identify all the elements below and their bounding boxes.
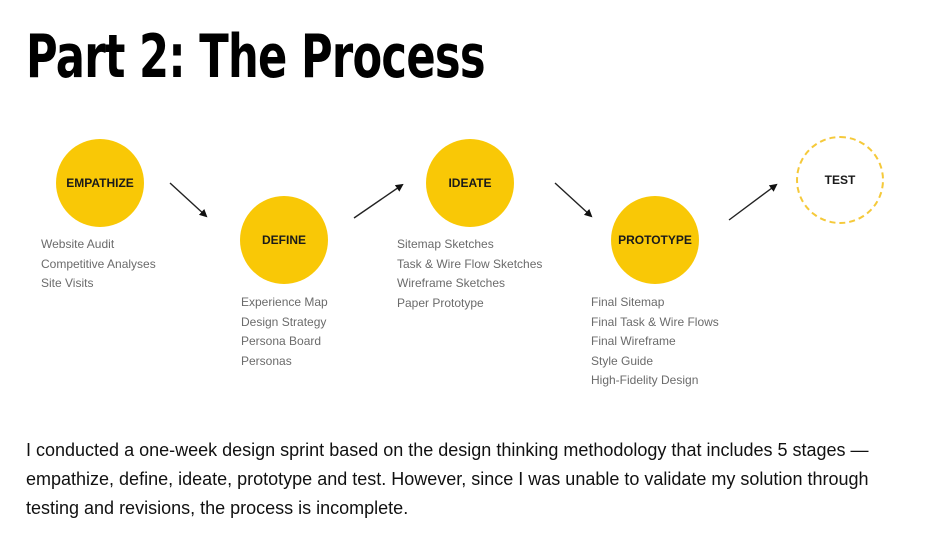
stage-ideate: IDEATE [426, 139, 514, 227]
stage-test: TEST [796, 136, 884, 224]
list-item: Website Audit [41, 237, 115, 251]
stage-items-ideate: Sitemap Sketches Task & Wire Flow Sketch… [397, 235, 542, 313]
list-item: Final Wireframe [591, 334, 676, 348]
stage-items-empathize: Website Audit Competitive Analyses Site … [41, 235, 156, 294]
list-item: Task & Wire Flow Sketches [397, 256, 543, 271]
list-item: Experience Map [241, 295, 328, 309]
list-item: Site Visits [41, 276, 94, 290]
list-item: Final Task & Wire Flows [591, 314, 719, 329]
arrow-icon [554, 182, 593, 218]
list-item: Persona Board [241, 334, 322, 348]
list-item: Sitemap Sketches [397, 237, 494, 251]
stage-define: DEFINE [240, 196, 328, 284]
list-item: Wireframe Sketches [397, 276, 506, 290]
list-item: Style Guide [591, 353, 654, 368]
stage-label: PROTOTYPE [618, 233, 692, 247]
stage-label: TEST [824, 173, 856, 187]
stage-items-prototype: Final Sitemap Final Task & Wire Flows Fi… [591, 293, 719, 391]
arrow-icon [353, 183, 404, 219]
page-title: Part 2: The Process [26, 22, 486, 92]
arrow-icon [169, 182, 208, 218]
stage-prototype: PROTOTYPE [611, 196, 699, 284]
description-paragraph: I conducted a one-week design sprint bas… [26, 440, 869, 518]
stage-label: DEFINE [261, 233, 306, 247]
stage-items-define: Experience Map Design Strategy Persona B… [241, 293, 328, 371]
arrow-icon [728, 183, 778, 221]
list-item: Design Strategy [241, 314, 327, 329]
list-item: Final Sitemap [591, 295, 665, 309]
stage-label: EMPATHIZE [66, 176, 134, 190]
stage-empathize: EMPATHIZE [56, 139, 144, 227]
list-item: Paper Prototype [397, 295, 484, 310]
list-item: Personas [241, 353, 292, 368]
stage-label: IDEATE [448, 176, 492, 190]
list-item: High-Fidelity Design [591, 373, 699, 387]
list-item: Competitive Analyses [41, 256, 156, 271]
